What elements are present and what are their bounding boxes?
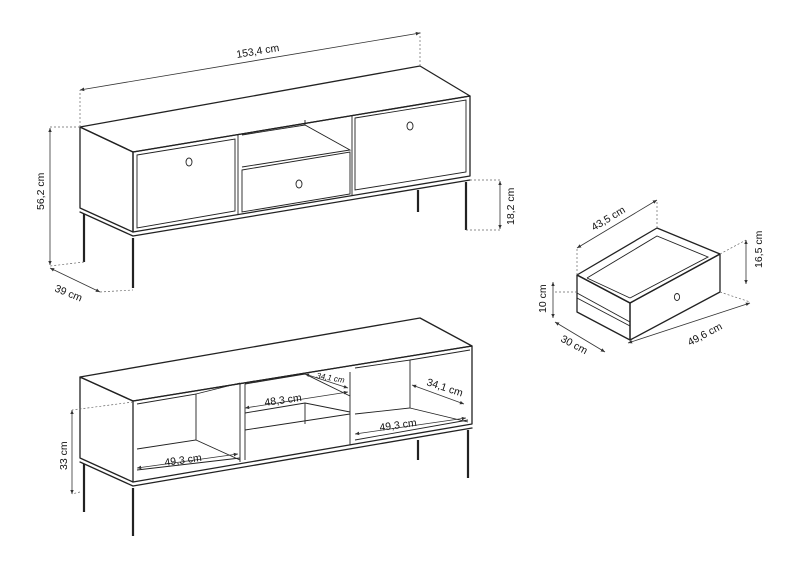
cabinet-height-label: 33 cm — [58, 441, 70, 470]
drawer-height-label: 16,5 cm — [753, 230, 765, 268]
right-width-label: 49,3 cm — [379, 417, 418, 434]
drawer-depth-front-label: 30 cm — [559, 333, 590, 357]
interior-view: 33 cm 49,3 cm 48,3 cm 34,1 cm 34,1 cm 49… — [58, 317, 473, 536]
cabinet-side — [79, 126, 134, 233]
drawer-front-height-label: 10 cm — [537, 284, 549, 313]
middle-width-line — [244, 390, 349, 410]
interior-side — [79, 376, 134, 483]
drawer-panel-knob-icon — [673, 293, 681, 301]
depth-dimension-line — [49, 267, 101, 293]
cabinet-front — [132, 95, 471, 233]
drawer-width-line — [576, 199, 658, 249]
drawer-depth-label: 49,6 cm — [686, 320, 725, 348]
right-width-line — [354, 416, 467, 436]
interior-front — [132, 345, 473, 483]
left-door-knob-icon — [185, 157, 193, 167]
middle-niche — [241, 124, 352, 168]
width-dimension-line — [79, 31, 421, 92]
shelf-depth-line — [411, 384, 465, 405]
depth-label: 39 cm — [53, 283, 84, 305]
shelf-depth-small-line — [304, 373, 349, 389]
middle-width-label: 48,3 cm — [264, 392, 303, 409]
drawer-view: 43,5 cm 16,5 cm 10 cm 30 cm 49,6 cm — [537, 199, 765, 357]
drawer-depth-front-line — [554, 321, 606, 353]
left-door — [136, 138, 236, 229]
left-width-line — [136, 452, 239, 470]
leg-height-label: 18,2 cm — [505, 187, 517, 225]
base-frame — [79, 179, 471, 237]
right-door — [354, 99, 467, 191]
drawer-depth-line — [627, 302, 751, 344]
interior-base-frame — [79, 427, 473, 487]
drawer-knob-icon — [295, 179, 303, 189]
width-label: 153,4 cm — [236, 42, 281, 61]
height-label: 56,2 cm — [35, 172, 47, 210]
front-view: 153,4 cm 56,2 cm 39 cm 18,2 cm — [35, 31, 517, 305]
shelf-depth-label: 34,1 cm — [425, 376, 464, 399]
front-drawer — [241, 151, 351, 213]
shelf-depth-small-label: 34,1 cm — [316, 371, 346, 385]
right-door-knob-icon — [406, 121, 414, 131]
left-width-label: 49,3 cm — [164, 452, 203, 469]
middle-shelf — [244, 402, 351, 414]
